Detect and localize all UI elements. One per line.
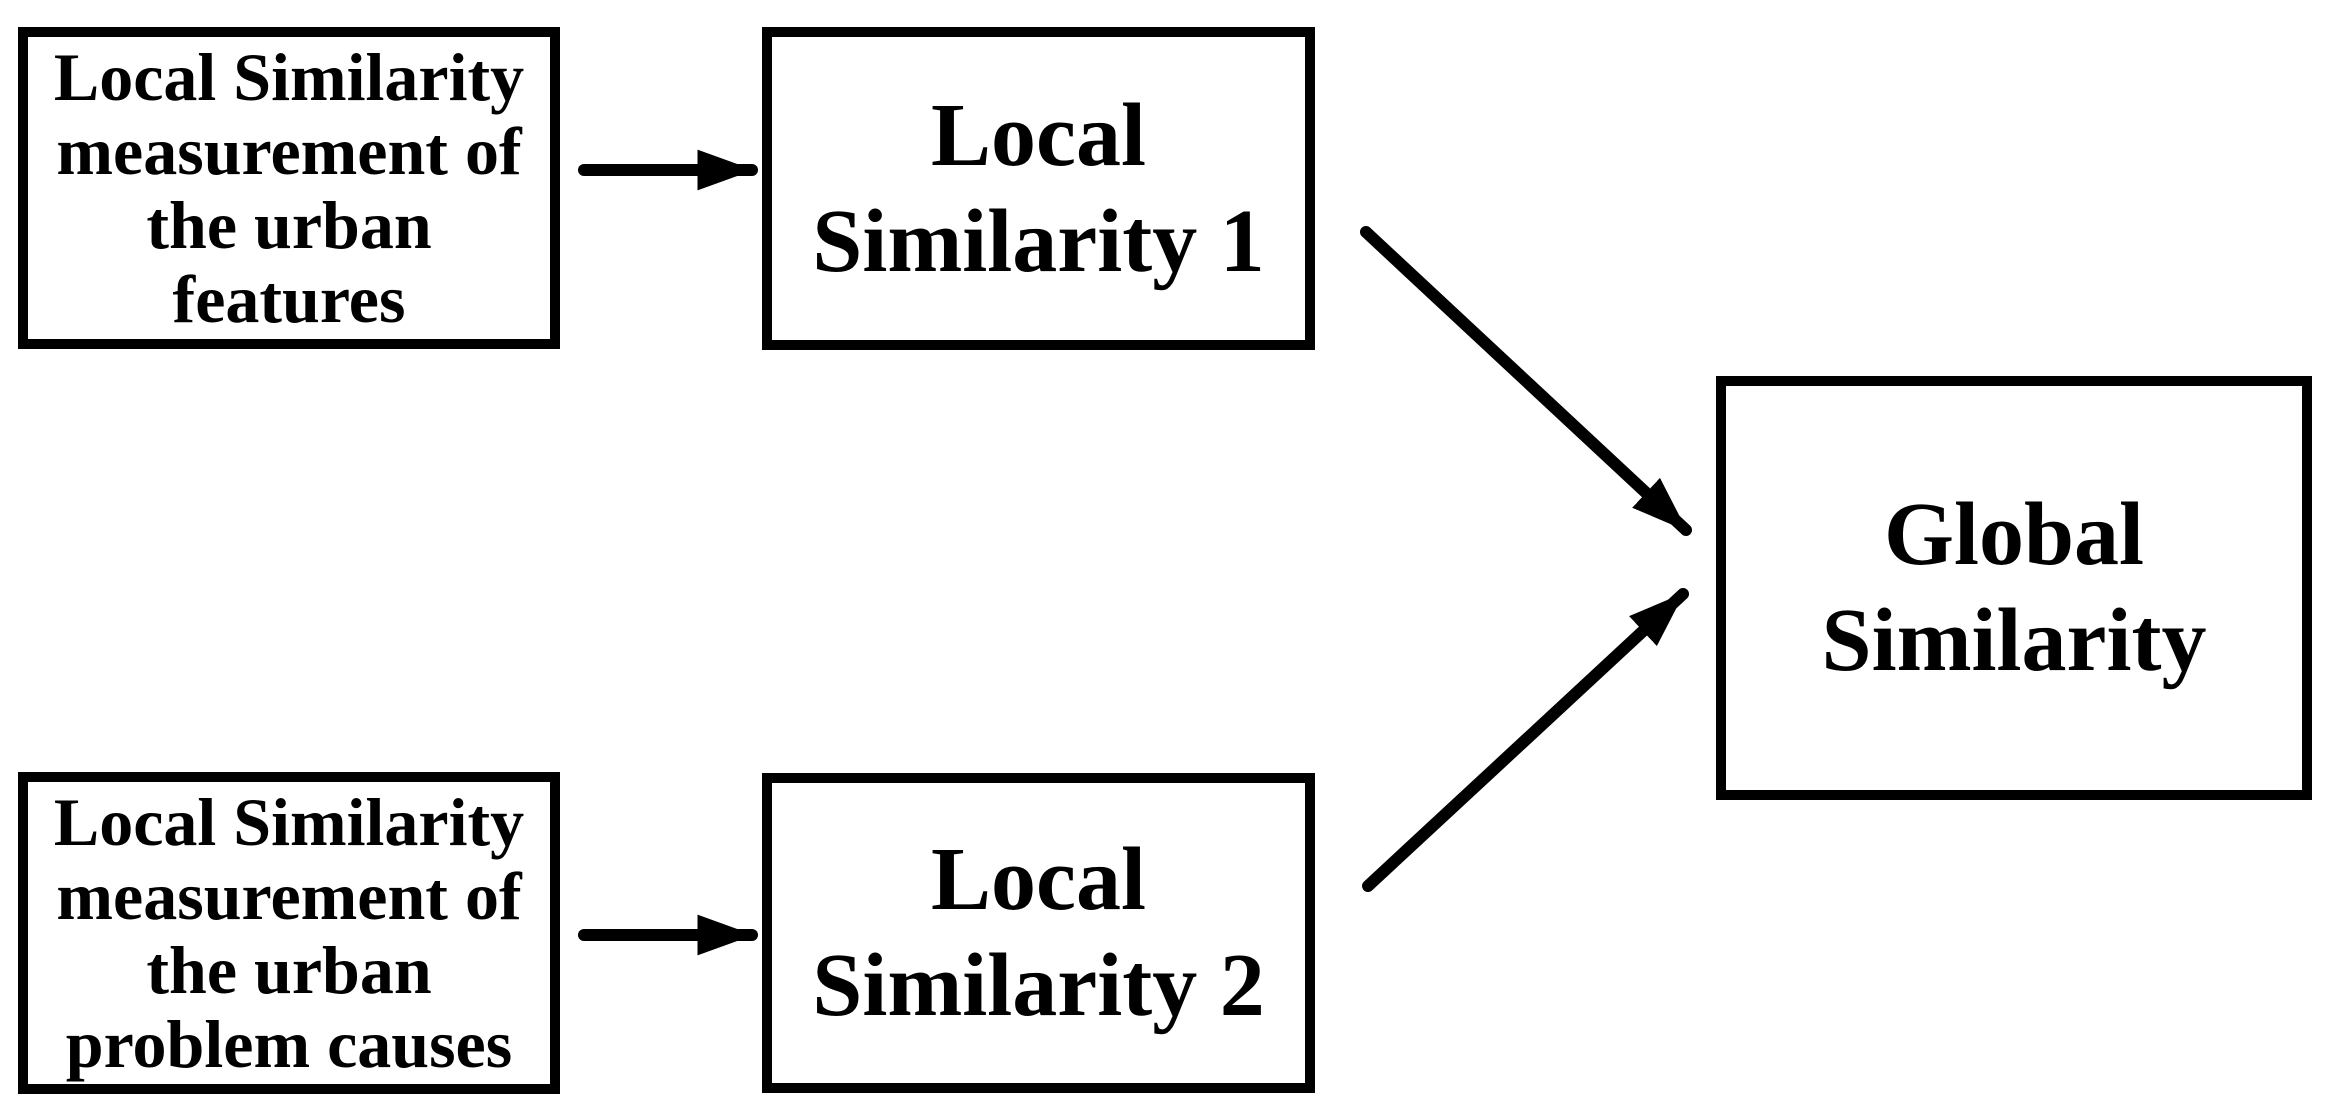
box-text-line: the urban [146,932,432,1008]
box-global-similarity: Global Similarity [1716,376,2312,800]
box-local-similarity-2: Local Similarity 2 [762,773,1315,1093]
box-text-line: features [172,261,406,337]
box-text-line: Local Similarity [53,39,525,115]
box-text-line: Local Similarity [53,784,525,860]
box-text-line: Local [931,85,1146,185]
box-text-line: measurement of [56,113,522,189]
box-text-line: the urban [146,187,432,263]
box-local-similarity-1: Local Similarity 1 [762,27,1315,350]
box-text-line: problem causes [65,1006,513,1082]
box-text-line: Local [931,830,1146,929]
arrow-local-similarity-1-to-global [1360,226,1692,536]
box-text-line: measurement of [56,858,522,934]
box-text-line: Similarity 2 [812,936,1265,1035]
box-text-line: Similarity [1821,591,2207,690]
box-local-similarity-measurement-features: Local Similarity measurement of the urba… [18,27,560,349]
box-local-similarity-measurement-problem-causes: Local Similarity measurement of the urba… [18,772,560,1094]
box-text-line: Similarity 1 [812,191,1265,291]
box-text-line: Global [1883,485,2145,584]
arrow-local-similarity-2-to-global [1362,588,1689,892]
